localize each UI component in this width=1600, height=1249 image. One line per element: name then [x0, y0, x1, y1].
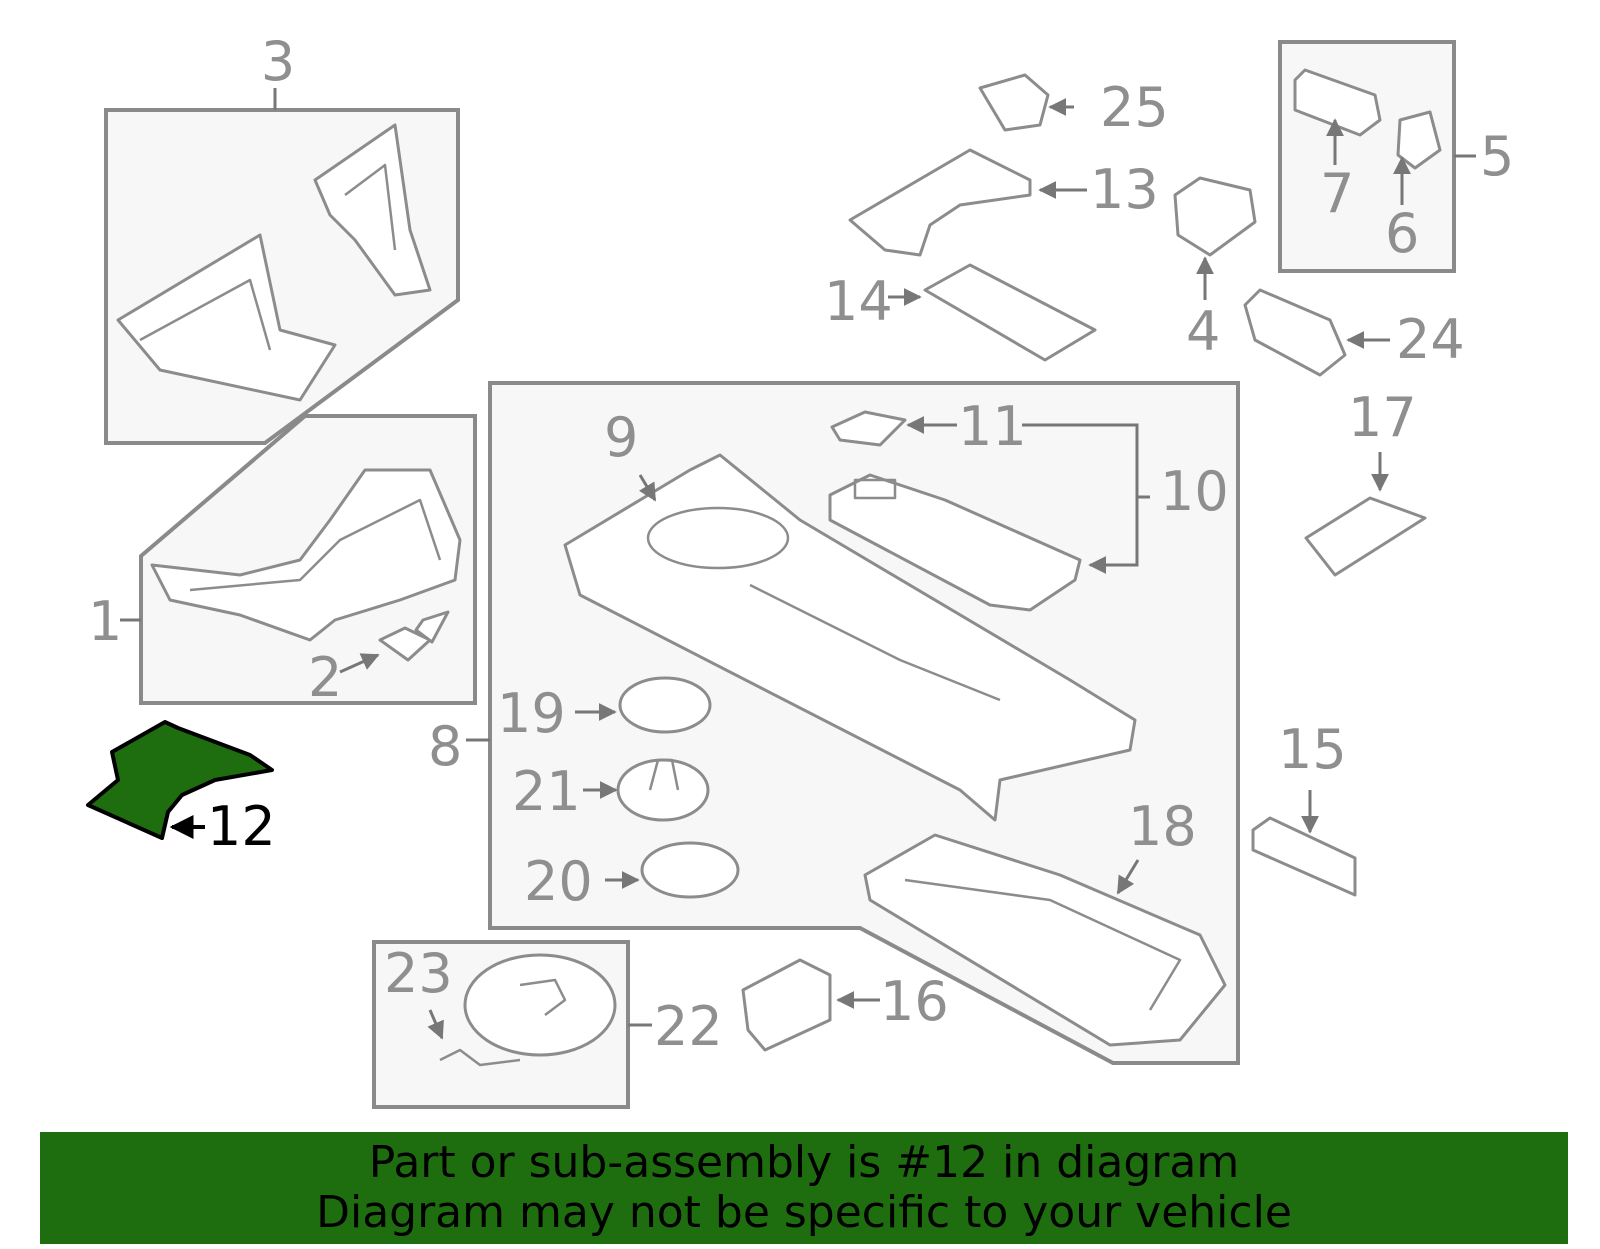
- info-banner: Part or sub-assembly is #12 in diagram D…: [40, 1132, 1568, 1244]
- leader-arrows: [339, 98, 1411, 1040]
- callout-24: 24: [1396, 308, 1465, 371]
- callout-17: 17: [1348, 386, 1417, 449]
- callout-6: 6: [1385, 202, 1419, 265]
- loose-parts: [414, 73, 1427, 1052]
- callout-19: 19: [497, 682, 566, 745]
- callout-3: 3: [261, 30, 295, 93]
- part-25: [978, 73, 1050, 132]
- callout-25: 25: [1100, 76, 1169, 139]
- banner-line-2: Diagram may not be specific to your vehi…: [316, 1187, 1292, 1238]
- callout-7: 7: [1320, 162, 1354, 225]
- callout-5: 5: [1480, 125, 1514, 188]
- callout-13: 13: [1090, 158, 1159, 221]
- callout-22: 22: [654, 995, 723, 1058]
- part-4: [1173, 176, 1257, 257]
- part-14: [923, 263, 1097, 362]
- banner-line-1: Part or sub-assembly is #12 in diagram: [368, 1137, 1240, 1188]
- group-box-3: [104, 88, 460, 445]
- callout-14: 14: [824, 270, 893, 333]
- group-box-22: [372, 940, 652, 1109]
- part-24: [1243, 288, 1347, 377]
- part-17: [1304, 496, 1427, 577]
- callout-21: 21: [512, 760, 581, 823]
- callout-15: 15: [1278, 718, 1347, 781]
- part-2: [414, 610, 450, 644]
- part-12-highlighted[interactable]: [86, 720, 274, 840]
- callout-18: 18: [1128, 795, 1197, 858]
- part-13: [848, 148, 1032, 257]
- callout-2: 2: [308, 646, 342, 709]
- group-box-8: [466, 381, 1240, 1065]
- callout-10: 10: [1160, 460, 1229, 523]
- group-box-1: [120, 414, 477, 705]
- callout-8: 8: [428, 715, 462, 778]
- group-box-5: [1278, 40, 1476, 273]
- callout-16: 16: [880, 970, 949, 1033]
- callout-1: 1: [88, 590, 122, 653]
- part-15: [1251, 816, 1357, 897]
- callout-11: 11: [958, 395, 1027, 458]
- callout-labels: 3 1 2 8 9 11 10 19 21 20 18 15 17 16 22 …: [88, 30, 1514, 1058]
- callout-23: 23: [384, 942, 453, 1005]
- callout-12: 12: [207, 795, 276, 858]
- callout-4: 4: [1186, 300, 1220, 363]
- part-16: [741, 958, 832, 1052]
- callout-9: 9: [604, 406, 638, 469]
- callout-20: 20: [524, 850, 593, 913]
